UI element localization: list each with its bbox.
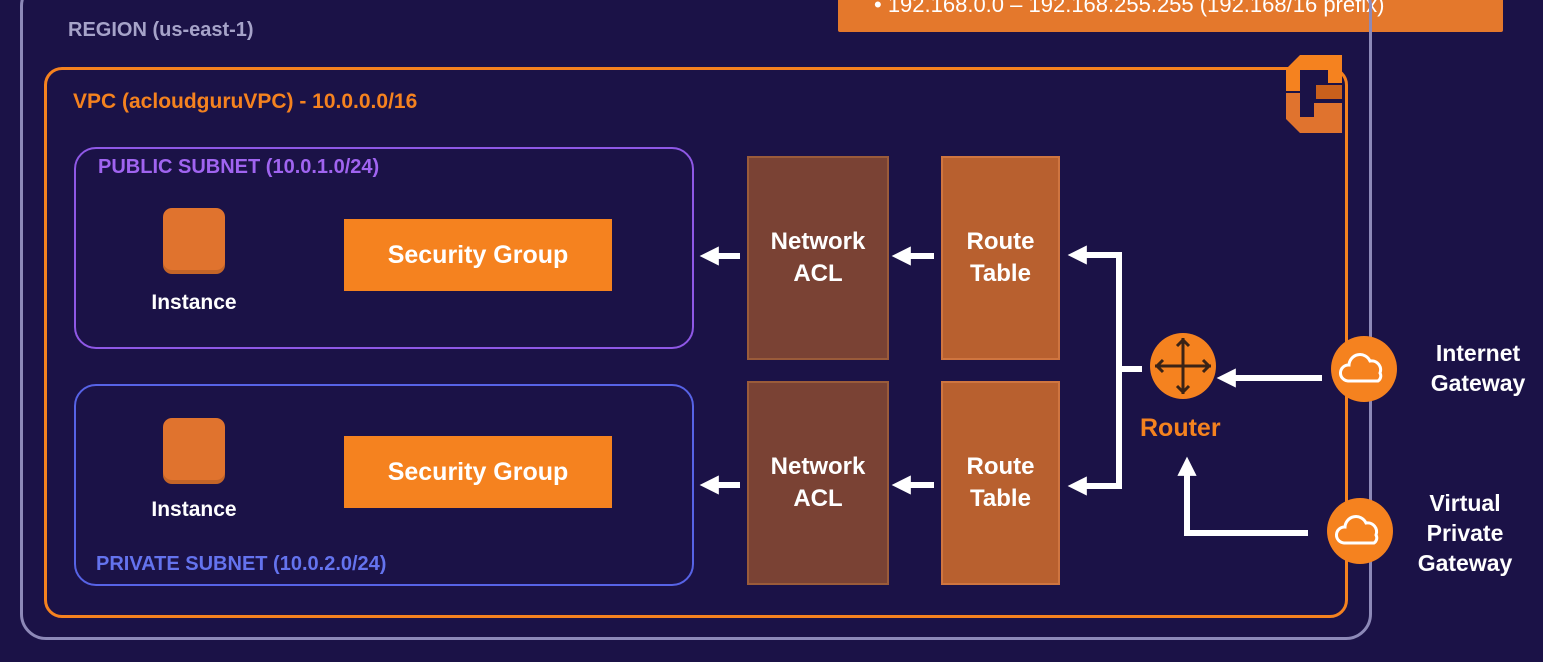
private-subnet-label: PRIVATE SUBNET (10.0.2.0/24)	[96, 553, 387, 575]
public-nacl-line-2: ACL	[793, 260, 843, 287]
internet-gateway-label-line-1: Internet	[1435, 340, 1521, 366]
public-instance-label: Instance	[151, 291, 237, 314]
public-rt-line-1: Route	[966, 228, 1035, 255]
public-rt-line-2: Table	[970, 260, 1031, 287]
vpc-label: VPC (acloudguruVPC) - 10.0.0.0/16	[73, 90, 418, 113]
private-rt-line-1: Route	[966, 453, 1035, 480]
vgw-label-line-1: Virtual	[1429, 490, 1501, 516]
private-route-table: Route Table	[941, 381, 1060, 585]
cidr-banner: • 192.168.0.0 – 192.168.255.255 (192.168…	[838, 0, 1503, 32]
router-label: Router	[1140, 414, 1221, 442]
region-label: REGION (us-east-1)	[68, 19, 254, 41]
public-security-group: Security Group	[344, 219, 612, 291]
private-rt-line-2: Table	[970, 485, 1031, 512]
region-container	[20, 0, 1372, 640]
public-subnet	[74, 147, 694, 349]
vgw-label-line-2: Private	[1426, 520, 1504, 546]
public-network-acl: Network ACL	[747, 156, 889, 360]
internet-gateway-label: Internet Gateway	[1416, 338, 1540, 398]
private-security-group-label: Security Group	[387, 457, 569, 486]
virtual-private-gateway-label: Virtual Private Gateway	[1402, 488, 1528, 578]
private-subnet	[74, 384, 694, 586]
public-route-table: Route Table	[941, 156, 1060, 360]
public-instance-icon	[163, 208, 225, 274]
private-nacl-line-2: ACL	[793, 485, 843, 512]
private-instance-icon	[163, 418, 225, 484]
private-instance-label: Instance	[151, 498, 237, 521]
private-security-group: Security Group	[344, 436, 612, 508]
internet-gateway-label-line-2: Gateway	[1430, 370, 1526, 396]
cidr-banner-text: • 192.168.0.0 – 192.168.255.255 (192.168…	[874, 0, 1385, 17]
vgw-label-line-3: Gateway	[1417, 550, 1513, 576]
public-nacl-line-1: Network	[770, 228, 866, 255]
private-network-acl: Network ACL	[747, 381, 889, 585]
public-subnet-label: PUBLIC SUBNET (10.0.1.0/24)	[98, 156, 380, 178]
public-security-group-label: Security Group	[387, 240, 569, 269]
private-nacl-line-1: Network	[770, 453, 866, 480]
